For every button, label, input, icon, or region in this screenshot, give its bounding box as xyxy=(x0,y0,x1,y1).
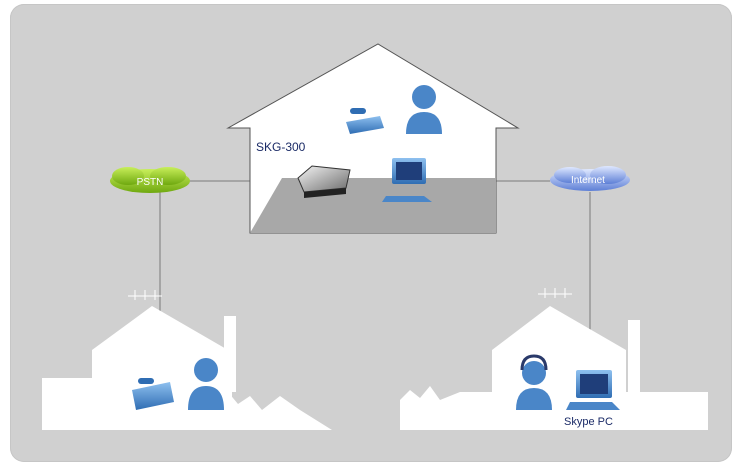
house-icon xyxy=(400,306,708,430)
house-icon xyxy=(226,43,520,234)
antenna-icon xyxy=(128,290,162,300)
gateway-device-icon xyxy=(297,165,351,198)
person-icon xyxy=(406,85,442,134)
antenna-icon xyxy=(538,288,572,298)
computer-icon xyxy=(382,158,432,202)
internet-label: Internet xyxy=(571,175,605,186)
house-icon xyxy=(42,306,332,430)
cloud-icon: PSTN xyxy=(110,167,190,193)
phone-icon xyxy=(346,108,384,134)
cloud-icon: Internet xyxy=(550,166,630,191)
skype-pc-label: Skype PC xyxy=(564,416,613,428)
gateway-label: SKG-300 xyxy=(256,140,306,154)
pstn-label: PSTN xyxy=(137,177,164,188)
computer-icon xyxy=(566,370,620,410)
phone-icon xyxy=(132,378,174,410)
person-icon xyxy=(188,358,224,410)
headset-person-icon xyxy=(516,354,552,410)
